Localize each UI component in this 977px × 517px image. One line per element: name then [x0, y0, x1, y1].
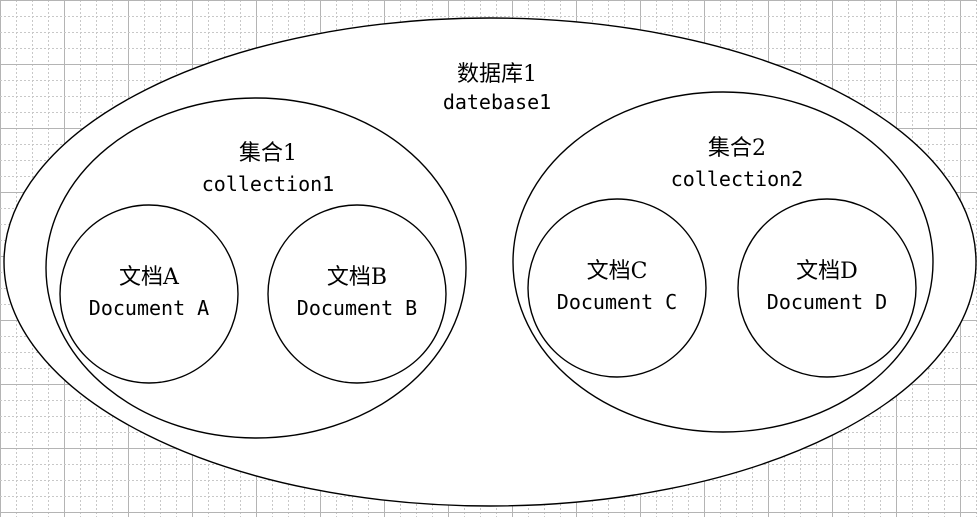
document-b-label-zh: 文档B [327, 265, 387, 290]
document-c-label-en: Document C [557, 290, 677, 314]
document-c-label-zh: 文档C [587, 259, 648, 284]
document-b-circle [267, 204, 447, 384]
document-a-label-zh: 文档A [119, 265, 180, 290]
document-a-circle [59, 204, 239, 384]
document-d-circle [737, 198, 917, 378]
database-label-en: datebase1 [443, 90, 551, 114]
database-label-zh: 数据库1 [457, 62, 537, 87]
document-d-label-zh: 文档D [796, 259, 858, 284]
document-a-label-en: Document A [89, 296, 209, 320]
document-c-circle [527, 198, 707, 378]
collection-1-group: 集合1 collection1 文档A Document A 文档B Docum… [45, 97, 467, 439]
document-b-label-en: Document B [297, 296, 417, 320]
document-d-label-en: Document D [767, 290, 887, 314]
collection-1-label-en: collection1 [202, 172, 334, 196]
collection-2-group: 集合2 collection2 文档C Document C 文档D Docum… [512, 91, 934, 433]
collection-1-label-zh: 集合1 [239, 141, 297, 166]
collection-2-label-zh: 集合2 [708, 136, 766, 161]
collection-2-label-en: collection2 [671, 167, 803, 191]
